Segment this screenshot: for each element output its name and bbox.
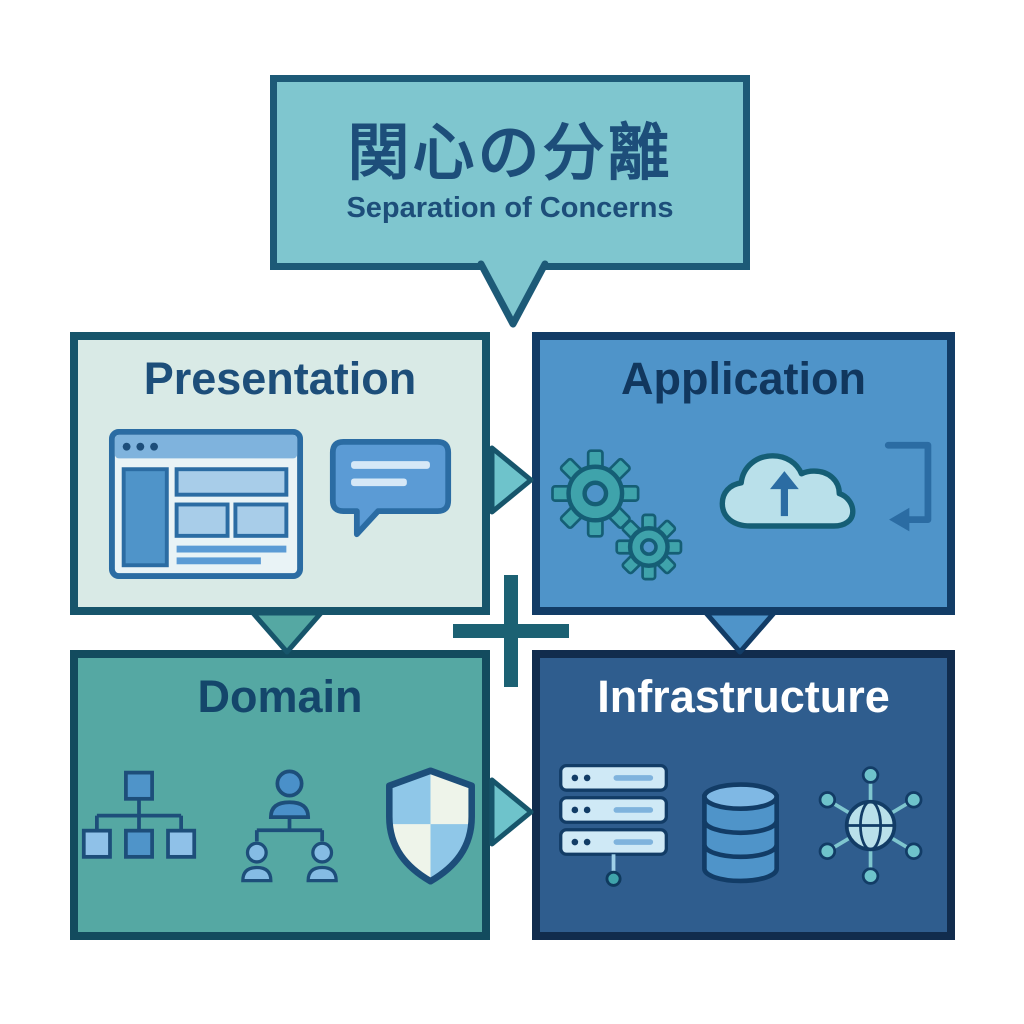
shield-icon [386,766,475,885]
arrow-presentation-to-domain [250,610,324,655]
title-english: Separation of Concerns [346,192,674,225]
quadrant-application-title: Application [621,353,866,404]
bubble-tail-outline [477,260,549,328]
quadrant-application: Application [532,332,955,615]
database-icon [701,781,779,883]
quadrant-infrastructure-title: Infrastructure [597,671,890,722]
quadrant-presentation: Presentation [70,332,490,615]
application-icon-row [540,401,947,607]
arrow-application-to-infrastructure [703,610,777,655]
arrow-presentation-to-application [489,445,534,515]
browser-window-icon [108,429,303,579]
quadrant-infrastructure: Infrastructure [532,650,955,940]
title-bubble: 関心の分離 Separation of Concerns [270,75,750,270]
arrow-domain-to-infrastructure [489,777,534,847]
network-icon [818,765,922,885]
tree-diagram-icon [81,770,197,859]
title-japanese: 関心の分離 [347,118,673,188]
quadrant-domain: Domain [70,650,490,940]
quadrant-presentation-title: Presentation [143,353,417,404]
infrastructure-icon-row [540,719,947,932]
chat-bubble-icon [329,439,451,538]
refresh-arrow-icon [884,441,931,532]
org-chart-icon [241,769,338,882]
cloud-upload-icon [719,453,856,529]
presentation-icon-row [78,401,482,607]
quadrant-domain-title: Domain [197,671,363,722]
server-stack-icon [558,763,668,887]
gears-icon [551,449,683,581]
domain-icon-row [78,719,482,932]
